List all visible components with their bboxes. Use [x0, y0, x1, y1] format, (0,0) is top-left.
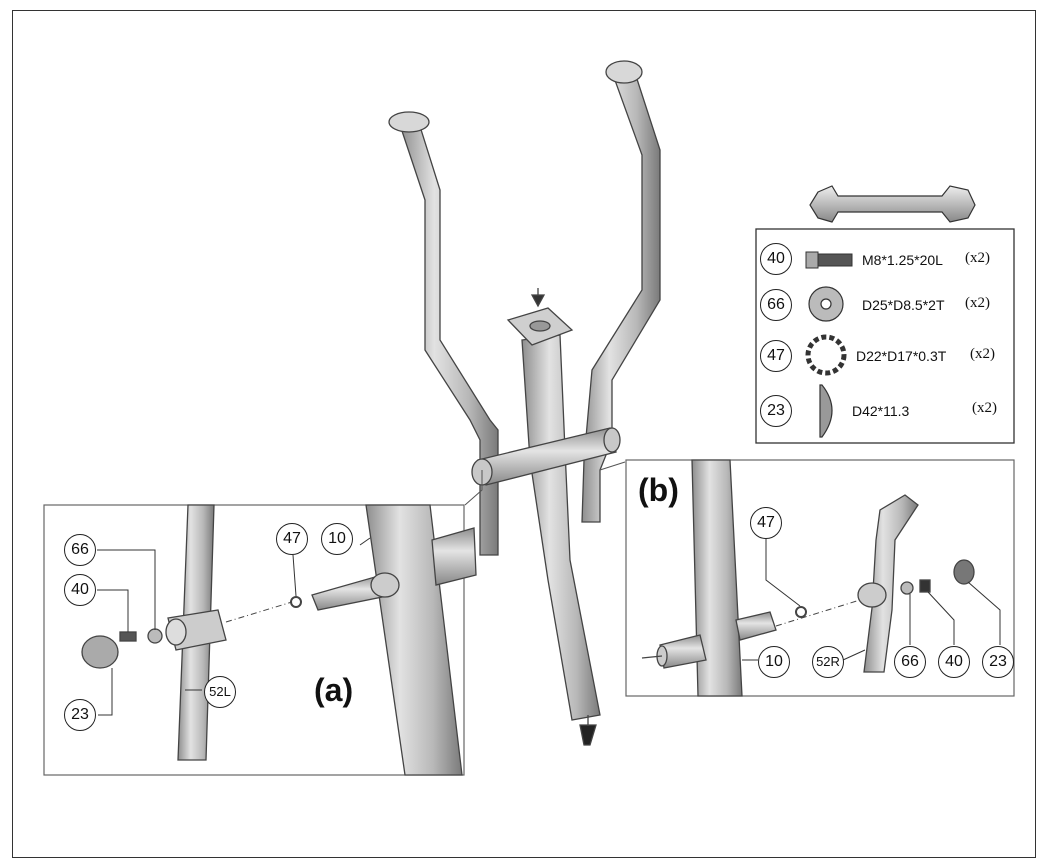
callout-23: 23	[982, 646, 1014, 678]
callout-40: 40	[938, 646, 970, 678]
left-handlebar	[388, 111, 499, 556]
detail-a-title: (a)	[314, 672, 354, 708]
center-column	[506, 288, 601, 746]
hw-part-number: 23	[760, 395, 792, 427]
detail-leader-lines	[464, 461, 626, 506]
detail-b-parts	[641, 459, 975, 697]
detail-b-title: (b)	[638, 472, 679, 508]
wave-washer-icon	[805, 334, 847, 376]
detail-a-leaders	[97, 537, 371, 716]
hw-spec: M8*1.25*20L	[862, 252, 943, 268]
hw-part-number: 47	[760, 340, 792, 372]
handlebar-tube-52r	[863, 494, 919, 673]
bolt-icon	[805, 251, 853, 269]
wrench-icon	[809, 185, 976, 223]
right-handlebar	[581, 60, 661, 523]
callout-52l: 52L	[204, 676, 236, 708]
callout-40: 40	[64, 574, 96, 606]
callout-10: 10	[321, 523, 353, 555]
callout-66: 66	[894, 646, 926, 678]
flat-washer-icon	[808, 286, 844, 322]
callout-52r: 52R	[812, 646, 844, 678]
detail-a-parts	[81, 504, 477, 776]
hw-part-number: 66	[760, 289, 792, 321]
hw-qty: (x2)	[972, 400, 997, 416]
page-border	[12, 10, 1036, 858]
callout-47: 47	[750, 507, 782, 539]
hw-spec: D22*D17*0.3T	[856, 348, 947, 364]
callout-47: 47	[276, 523, 308, 555]
callout-23: 23	[64, 699, 96, 731]
hw-qty: (x2)	[965, 250, 990, 266]
hw-spec: D42*11.3	[852, 403, 910, 419]
detail-b-leaders	[742, 538, 1001, 661]
hw-qty: (x2)	[970, 346, 995, 362]
frame-tube-10-b	[691, 459, 743, 697]
callout-66: 66	[64, 534, 96, 566]
hardware-table	[755, 228, 1015, 444]
end-cap-icon	[819, 384, 833, 438]
callout-10: 10	[758, 646, 790, 678]
hw-qty: (x2)	[965, 295, 990, 311]
hw-spec: D25*D8.5*2T	[862, 297, 945, 313]
hw-part-number: 40	[760, 243, 792, 275]
